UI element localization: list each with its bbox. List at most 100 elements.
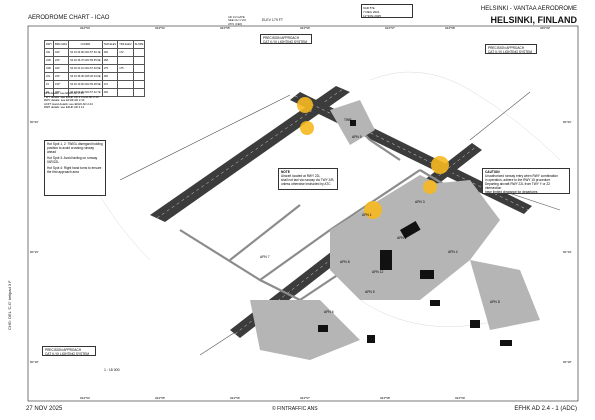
chart-reference: EFHK AD 2.4 - 1 (ADC) xyxy=(514,406,577,412)
tower-block: AD 1/3 GATE SEE CH 1 VCI ATIS (CEF) xyxy=(228,15,247,26)
coord-label-bottom: 024°56' xyxy=(230,396,241,400)
table-cell: 172 xyxy=(117,48,134,57)
apron-label: APN 2 xyxy=(397,236,407,240)
runway-col-header: COORD xyxy=(68,40,103,49)
note-box: NOTE Aircraft located at RWY 22L shall n… xyxy=(278,168,338,190)
coord-label-top: 024°54' xyxy=(155,26,166,30)
variation-box: VAR 5°E 7 DEG 2021 12°30'E 2025 xyxy=(361,4,413,18)
table-cell: 60 19 24.9N 024 57 30.1E xyxy=(68,48,103,57)
tower-line: AD 1/3 GATE xyxy=(228,15,245,19)
apron-notes: APN details: see EFHK AD 2.15 TWY detail… xyxy=(44,91,99,110)
table-cell: 165 xyxy=(101,72,119,81)
tower-line: ATIS (CEF) xyxy=(228,21,243,26)
coord-label-left: 60°20' xyxy=(30,120,39,124)
table-cell xyxy=(132,88,146,97)
table-cell: 333° xyxy=(53,88,70,97)
coord-label-bottom: 024°58' xyxy=(380,396,391,400)
apron-label: APN 1 xyxy=(362,213,372,217)
coord-label-right: 60°18' xyxy=(563,360,572,364)
runway-table: RWY BRG MAG COORD THR ELEV TDZ ELEV SLOP… xyxy=(43,40,146,97)
table-cell: 60 18 21.1N 024 57 40.5E xyxy=(68,64,103,73)
city-title: HELSINKI, FINLAND xyxy=(490,15,578,25)
caution-box: CAUTION Unauthorized runway entry when R… xyxy=(482,168,570,194)
note-line: Aircraft located at RWY 22L xyxy=(281,174,321,178)
table-cell: 221° xyxy=(53,72,70,81)
hot-spot-note: Hot Spot 4: Right hand turns to ensure t… xyxy=(47,166,102,174)
runway-col-header: SLOPE xyxy=(132,40,146,49)
coord-label-right: 60°19' xyxy=(563,250,572,254)
table-cell: 160 xyxy=(101,48,119,57)
runway-col-header: THR ELEV xyxy=(101,40,119,49)
table-cell: 04L xyxy=(43,48,55,57)
table-cell xyxy=(132,48,146,57)
coord-label-right: 60°20' xyxy=(563,120,572,124)
apron-label: APN 8 xyxy=(340,260,350,264)
note-line: TWY details: see EFHK AD 2.8 and AD 2.10 xyxy=(44,94,99,99)
coord-label-bottom: 024°57' xyxy=(300,396,311,400)
precision-line: PRECISION APPROACH xyxy=(488,46,525,50)
table-cell xyxy=(117,88,134,97)
table-cell: 160 xyxy=(101,88,119,97)
table-cell: 60 20 13.6N 024 55 48.9E xyxy=(68,80,103,89)
table-cell: 175 xyxy=(117,64,134,73)
table-cell: 175 xyxy=(101,64,119,73)
tower-label: TWR xyxy=(344,118,352,122)
hot-spot-note: Hot Spot 1, 2: TWIGL disregard holding p… xyxy=(47,142,103,154)
precision-line: PRECISION APPROACH xyxy=(45,348,82,352)
note-line: shall not taxi via runway via TWY Z/B xyxy=(281,178,334,182)
precision-line: PRECISION APPROACH xyxy=(263,36,300,40)
apron-label: APN 5 xyxy=(365,290,375,294)
apron-label: APN 3 xyxy=(415,200,425,204)
table-cell: 168 xyxy=(101,56,119,65)
runway-col-header: TDZ ELEV xyxy=(117,40,134,49)
precision-line: CAT II / III LIGHTING SYSTEM xyxy=(488,50,532,54)
caution-line: Unauthorized runway entry when RWY combi… xyxy=(485,174,558,178)
table-cell xyxy=(132,56,146,65)
coord-label-bottom: 024°59' xyxy=(455,396,466,400)
table-cell: 04R xyxy=(43,64,55,73)
apron-label: APN 9 xyxy=(352,135,362,139)
variation-line: VAR 5°E xyxy=(363,6,375,10)
table-cell: 153° xyxy=(53,80,70,89)
coord-label-top: 024°58' xyxy=(445,26,456,30)
coord-label-top: 024°57' xyxy=(385,26,396,30)
apron-label: APN 12 xyxy=(372,270,384,274)
table-cell xyxy=(132,80,146,89)
apron-label: APN D xyxy=(490,300,501,304)
runway-col-header: RWY xyxy=(43,40,55,49)
scale-label: 1 : 15 000 xyxy=(104,368,120,372)
table-cell xyxy=(132,64,146,73)
note-line: PAPI details: see EFHK AD 2.14 xyxy=(44,105,85,110)
table-cell xyxy=(117,80,134,89)
table-cell xyxy=(117,72,134,81)
coord-label-top: 025°00' xyxy=(540,26,551,30)
table-cell: 60 19 36.3N 025 00 03.0E xyxy=(68,72,103,81)
table-cell: 60 18 09.2N 024 57 42.7E xyxy=(68,88,103,97)
table-cell xyxy=(132,72,146,81)
table-cell: 60 20 46.7N 024 59 55.9E xyxy=(68,56,103,65)
caution-heading: CAUTION xyxy=(485,170,500,174)
chart-date: 27 NOV 2025 xyxy=(26,406,63,412)
caution-line: have limited clearance for departures xyxy=(485,190,538,194)
note-line: APN details: see EFHK AD 2.15 xyxy=(44,91,84,95)
precision-approach-label: PRECISION APPROACH CAT II / III LIGHTING… xyxy=(42,346,96,356)
coord-label-top: 024°55' xyxy=(220,26,231,30)
coord-label-left: 60°19' xyxy=(30,250,39,254)
amendment-note: CHG: DEL 'C-G' helipad 3 F xyxy=(7,280,12,330)
tower-line: SEE CH 1 VCI xyxy=(228,18,247,23)
table-cell: 172 xyxy=(101,80,119,89)
caution-line: in operation, adhere to the RWY 15 proce… xyxy=(485,178,551,182)
coord-label-left: 60°18' xyxy=(30,360,39,364)
precision-approach-label: PRECISION APPROACH CAT II / III LIGHTING… xyxy=(260,34,312,44)
precision-approach-label: PRECISION APPROACH CAT II / III LIGHTING… xyxy=(485,44,537,54)
note-line: unless otherwise instructed by ATC xyxy=(281,182,331,186)
chart-title: AERODROME CHART - ICAO xyxy=(28,15,110,21)
note-heading: NOTE xyxy=(281,170,290,174)
runway-col-header: BRG MAG xyxy=(53,40,70,49)
